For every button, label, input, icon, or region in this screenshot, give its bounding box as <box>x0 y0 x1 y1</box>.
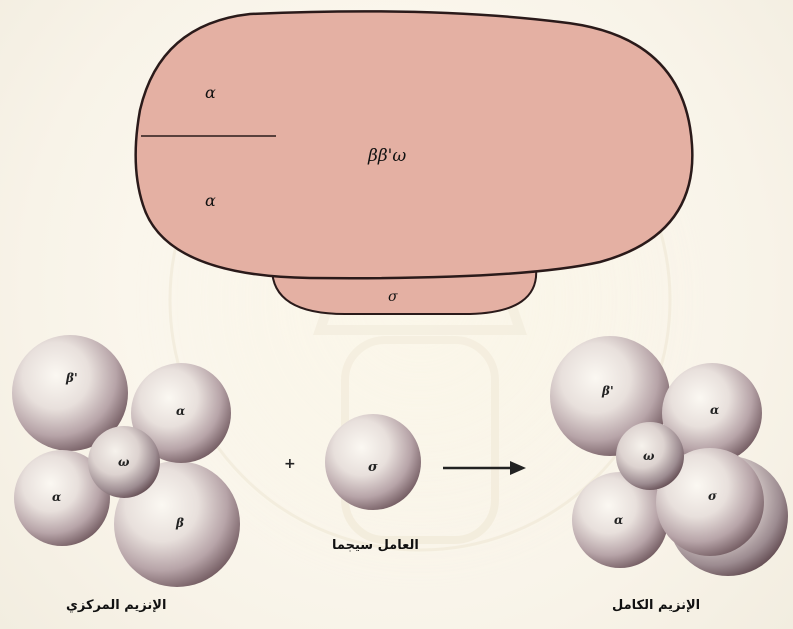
holoenzyme-caption: الإنزيم الكامل <box>612 598 700 613</box>
core-omega-label: ω <box>118 455 130 469</box>
core-beta-label: β <box>175 516 184 530</box>
core-alpha-label-left: α <box>52 490 61 504</box>
core-enzyme-caption: الإنزيم المركزي <box>66 598 166 613</box>
sigma-label-top: σ <box>388 289 398 305</box>
alpha-label-bottom: α <box>205 191 216 210</box>
holo-beta-prime-label: β' <box>601 384 614 398</box>
holo-alpha-label-left: α <box>614 513 623 527</box>
holo-omega-label: ω <box>643 449 655 463</box>
sigma-factor-group: σ <box>325 414 421 510</box>
holo-alpha-label-right: α <box>710 403 719 417</box>
core-body <box>136 11 693 278</box>
core-alpha-label-right: α <box>176 404 185 418</box>
beta-beta-prime-omega-label: ββ'ω <box>367 146 406 166</box>
alpha-label-top: α <box>205 83 216 102</box>
holo-sigma-label: σ <box>708 489 717 503</box>
sigma-sphere-label: σ <box>368 460 378 475</box>
sigma-factor-caption: العامل سيجما <box>332 538 419 553</box>
core-beta-prime-label: β' <box>65 371 78 385</box>
plus-sign: + <box>284 456 296 472</box>
